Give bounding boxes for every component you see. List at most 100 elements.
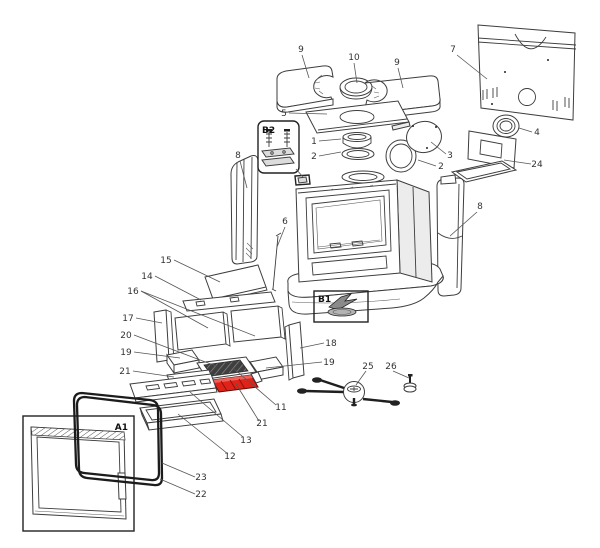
- ashpan-side: [139, 407, 150, 431]
- collar-top: [342, 132, 372, 142]
- part-label-8-right[interactable]: 8: [477, 202, 483, 212]
- part-2-ring-large: [385, 139, 417, 173]
- part-label-8-left[interactable]: 8: [235, 151, 241, 161]
- leader-lines: [132, 54, 533, 495]
- part-label-25[interactable]: 25: [362, 362, 373, 372]
- leader-20: [133, 334, 217, 367]
- part-label-19-right[interactable]: 19: [323, 358, 335, 368]
- leg-right: [362, 397, 393, 404]
- brick18-edge: [284, 324, 294, 381]
- b1-box-frame: [313, 290, 369, 323]
- leader-17: [135, 317, 163, 324]
- leader-13: [189, 391, 244, 438]
- side-panel-left-hatch: [245, 242, 254, 259]
- part-label-21-left[interactable]: 21: [119, 367, 130, 377]
- part-9-top-plate-left: [276, 65, 334, 113]
- side-panel-right-tab: [440, 174, 457, 185]
- leader-25: [355, 370, 367, 386]
- part-24-bracket: [450, 130, 518, 183]
- part-label-1[interactable]: 1: [311, 137, 317, 147]
- brick16l-edge: [222, 311, 231, 347]
- side-panel-left-seam3: [250, 156, 253, 260]
- rod-tip: [275, 232, 282, 237]
- part-label-5[interactable]: 5: [281, 109, 287, 119]
- part-label-20[interactable]: 20: [120, 331, 132, 341]
- part-label-6[interactable]: 6: [282, 217, 288, 227]
- part-26-adjustable-foot: [403, 374, 417, 393]
- part-label-13[interactable]: 13: [240, 436, 251, 446]
- part-label-9-right[interactable]: 9: [394, 58, 400, 68]
- rod-shaft: [272, 235, 279, 290]
- detail-label-b2: B2: [262, 126, 275, 136]
- blanking-plate-disc: [406, 120, 442, 154]
- ring-large-outer: [385, 139, 417, 173]
- part-label-26[interactable]: 26: [385, 362, 397, 372]
- part-label-23[interactable]: 23: [195, 473, 206, 483]
- leader-3: [430, 141, 447, 155]
- gasket-loop-inner: [72, 391, 161, 482]
- inner-top-plate-edge: [317, 118, 408, 131]
- part-2-ring-small: [341, 148, 375, 160]
- highlighted-part-end-bracket: [250, 371, 263, 384]
- highlighted-part-ribs: [220, 378, 246, 392]
- part-label-10[interactable]: 10: [348, 53, 360, 63]
- back-panel-band-line1: [477, 37, 577, 46]
- leader-9-left: [301, 54, 310, 79]
- back-panel-face: [477, 24, 576, 121]
- part-label-11[interactable]: 11: [275, 403, 286, 413]
- back-panel-top-cutout: [514, 33, 547, 50]
- stove-window-frame-inner: [311, 195, 387, 254]
- b2-screw-left-head: [266, 129, 272, 132]
- part-label-21-right[interactable]: 21: [256, 419, 267, 429]
- part-label-7[interactable]: 7: [450, 45, 456, 55]
- inner-top-plate-hole: [339, 110, 375, 124]
- part-label-17[interactable]: 17: [122, 314, 133, 324]
- collar-inner: [347, 134, 367, 140]
- b2-plate-bottom: [261, 156, 295, 167]
- blanking-plate-hole: [435, 126, 437, 128]
- back-panel-vents-left: [482, 87, 498, 100]
- part-label-24[interactable]: 24: [531, 160, 543, 170]
- part-18-brick-side-right: [284, 321, 305, 381]
- flue-collar-mid: [496, 118, 516, 134]
- part-label-2-small[interactable]: 2: [311, 152, 317, 162]
- stove-top-edge-line: [297, 183, 397, 194]
- stove-right-seam: [412, 186, 417, 278]
- ring-large-inner: [389, 143, 413, 169]
- b2-screw-right: [284, 132, 290, 147]
- leader-10: [353, 62, 358, 84]
- part-label-12[interactable]: 12: [224, 452, 235, 462]
- collar-side: [342, 137, 372, 149]
- stove-corner-fixing-rect: [294, 174, 311, 186]
- part-label-3[interactable]: 3: [447, 151, 453, 161]
- part-label-2-large[interactable]: 2: [438, 162, 444, 172]
- part-25-leg-assembly: [297, 377, 400, 407]
- part-label-4[interactable]: 4: [534, 128, 540, 138]
- stove-top-oval-inner: [348, 173, 378, 181]
- brick19l-side: [166, 353, 175, 375]
- plinth-front-face: [287, 274, 444, 315]
- leader-7: [456, 54, 488, 80]
- back-panel-screw-hole: [504, 71, 506, 73]
- stove-top-bolts: [329, 184, 374, 191]
- leader-9-right: [397, 67, 404, 89]
- part-label-14[interactable]: 14: [141, 272, 153, 282]
- part-7-back-panel: [477, 24, 577, 121]
- brick18-face: [288, 321, 305, 379]
- part-label-16[interactable]: 16: [127, 287, 139, 297]
- ashpan-inner: [145, 401, 217, 421]
- back-panel-hole: [518, 88, 536, 106]
- leader-24: [503, 159, 532, 165]
- part-5-inner-top-plate: [305, 100, 411, 134]
- part-label-19-left[interactable]: 19: [120, 348, 132, 358]
- leader-23: [161, 462, 196, 478]
- part-16-brick-left: [174, 311, 231, 351]
- part-label-9-left[interactable]: 9: [298, 45, 304, 55]
- leader-22: [159, 478, 196, 495]
- part-label-15[interactable]: 15: [160, 256, 171, 266]
- part-label-22[interactable]: 22: [195, 490, 206, 500]
- part-label-18[interactable]: 18: [325, 339, 337, 349]
- foot-flange-bottom: [403, 385, 417, 393]
- leg-hub-pin-foot: [351, 403, 357, 407]
- leader-2-large: [417, 159, 437, 167]
